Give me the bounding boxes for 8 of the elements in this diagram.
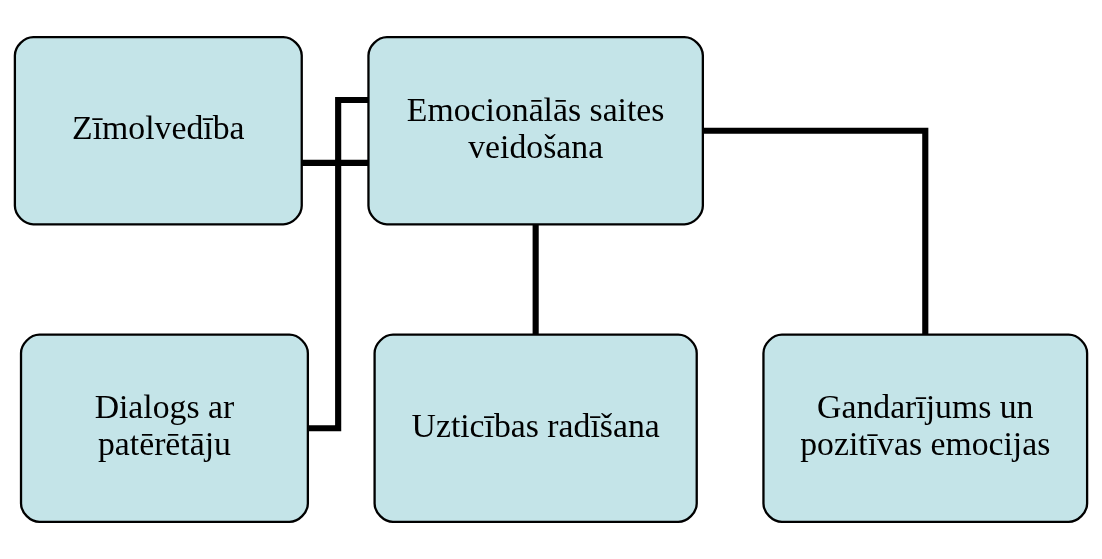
node-box: Gandarījums un pozitīvas emocijas xyxy=(762,333,1089,523)
node-box: Zīmolvedība xyxy=(13,36,303,226)
connector xyxy=(532,224,539,335)
node-box: Dialogs ar patērētāju xyxy=(19,333,309,523)
node-box: Emocionālās saites veidošana xyxy=(367,36,704,226)
node-box: Uzticības radīšana xyxy=(373,333,698,523)
connector xyxy=(302,159,369,166)
connector xyxy=(703,127,929,335)
